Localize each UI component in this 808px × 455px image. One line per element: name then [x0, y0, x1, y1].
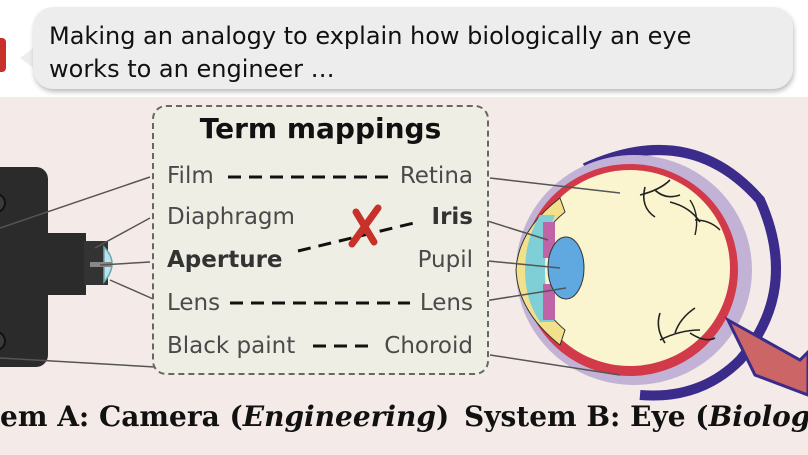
leader-iris — [477, 217, 549, 241]
leader-lens — [109, 279, 161, 303]
camera-illustration — [0, 167, 113, 367]
leader-pupil — [477, 259, 561, 269]
term-left-diaphragm: Diaphragm — [167, 204, 295, 230]
camera-mount — [46, 233, 86, 295]
eye-vessels-lower — [657, 307, 716, 344]
mismatch-cross-icon — [348, 204, 382, 248]
leader-lens-eye — [477, 287, 567, 303]
leader-film — [0, 176, 151, 229]
eye-vessels-upper — [639, 179, 701, 223]
term-left-black-paint: Black paint — [167, 333, 296, 359]
camera-leader-lines — [0, 176, 161, 368]
term-mappings-title: Term mappings — [199, 112, 442, 145]
leader-aperture — [99, 261, 151, 266]
term-mappings-box — [152, 105, 489, 375]
camera-body — [0, 167, 48, 367]
chat-message-bubble: Making an analogy to explain how biologi… — [33, 7, 793, 89]
user-avatar — [0, 38, 6, 72]
term-right-retina: Retina — [399, 163, 473, 189]
eye-lens — [547, 236, 585, 300]
term-right-pupil: Pupil — [417, 247, 473, 273]
term-right-lens: Lens — [419, 290, 473, 316]
eye-optic-nerve — [724, 316, 808, 397]
term-left-lens: Lens — [167, 290, 221, 316]
eye-vessels-right — [689, 199, 721, 236]
message-line-2: works to an engineer … — [49, 55, 335, 83]
term-right-iris: Iris — [431, 204, 473, 230]
caption-system-b: System B: Eye (Biology) — [464, 400, 808, 433]
eye-vitreous — [530, 170, 730, 366]
caption-system-a: em A: Camera (Engineering) — [0, 400, 450, 433]
eye-anterior-chamber — [525, 215, 555, 322]
leader-black-paint — [0, 357, 156, 368]
bubble-tail — [20, 46, 36, 70]
leader-retina — [489, 177, 621, 194]
leader-diaphragm — [94, 217, 151, 249]
term-right-choroid: Choroid — [384, 333, 473, 359]
eye-iris-lower — [543, 284, 555, 320]
eye-outer-sclera-band — [582, 145, 781, 401]
leader-choroid — [489, 354, 621, 376]
term-left-film: Film — [167, 163, 214, 189]
message-line-1: Making an analogy to explain how biologi… — [49, 22, 692, 50]
eye-leader-lines — [477, 177, 621, 376]
camera-knob-bottom — [0, 331, 6, 351]
camera-knob-top — [0, 193, 6, 213]
eye-illustration — [515, 145, 808, 401]
term-left-aperture: Aperture — [167, 247, 283, 273]
